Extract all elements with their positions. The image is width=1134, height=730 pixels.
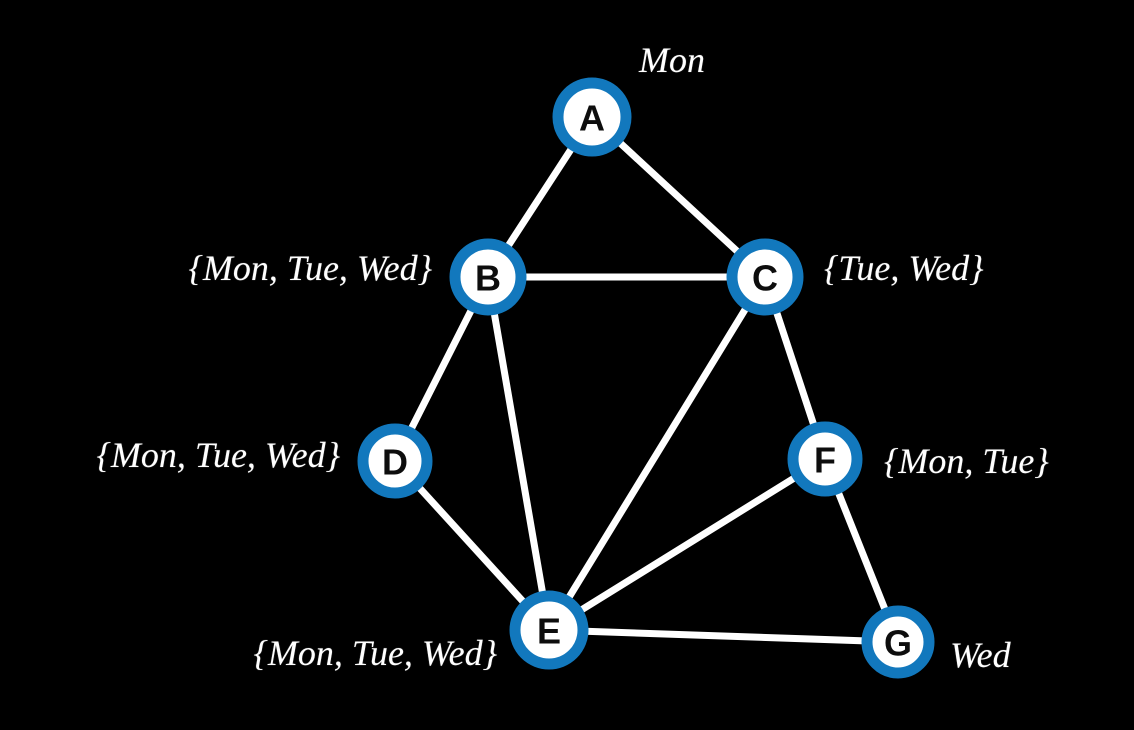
edge-layer <box>391 113 902 646</box>
domain-label-f: {Mon, Tue} <box>884 441 1049 481</box>
node-letter-c: C <box>752 258 778 299</box>
domain-label-a: Mon <box>639 40 705 80</box>
domain-label-g: Wed <box>950 635 1011 675</box>
edge-b-e <box>484 273 553 634</box>
node-circle-g <box>861 605 935 679</box>
edge-e-f <box>545 455 829 634</box>
node-g[interactable]: G <box>861 605 935 679</box>
node-circle-b <box>449 238 527 316</box>
node-letter-d: D <box>382 442 408 483</box>
node-circle-a <box>552 77 632 157</box>
node-circle-f <box>787 421 863 497</box>
node-b[interactable]: B <box>449 238 527 316</box>
domain-label-e: {Mon, Tue, Wed} <box>253 633 497 673</box>
node-d[interactable]: D <box>357 423 433 499</box>
node-circle-e <box>509 590 589 670</box>
node-c[interactable]: C <box>726 238 804 316</box>
node-circle-c <box>726 238 804 316</box>
node-letter-a: A <box>579 98 605 139</box>
node-a[interactable]: A <box>552 77 632 157</box>
node-letter-f: F <box>814 440 836 481</box>
domain-label-b: {Mon, Tue, Wed} <box>188 248 432 288</box>
node-letter-g: G <box>884 623 912 664</box>
node-f[interactable]: F <box>787 421 863 497</box>
edge-c-e <box>545 273 769 634</box>
node-e[interactable]: E <box>509 590 589 670</box>
domain-label-c: {Tue, Wed} <box>824 248 984 288</box>
node-letter-b: B <box>475 258 501 299</box>
domain-label-d: {Mon, Tue, Wed} <box>96 435 340 475</box>
edge-e-g <box>545 626 902 646</box>
node-letter-e: E <box>537 611 561 652</box>
node-circle-d <box>357 423 433 499</box>
node-layer: A B C D E F G <box>357 77 935 679</box>
